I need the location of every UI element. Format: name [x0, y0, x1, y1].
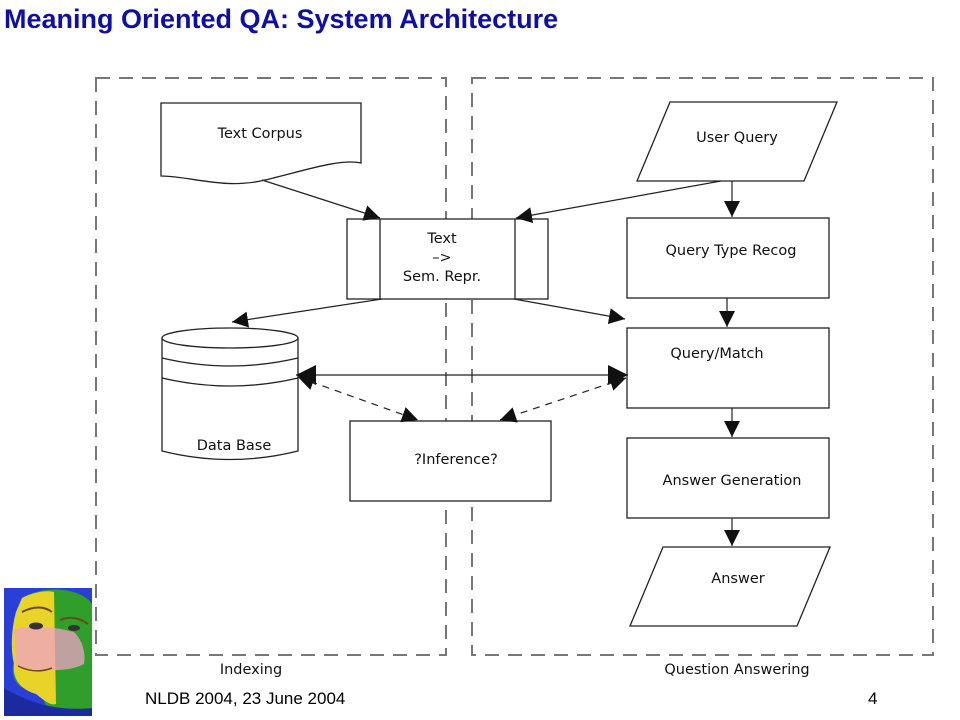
answer-label: Answer — [711, 571, 764, 587]
question-answering-label: Question Answering — [664, 662, 809, 678]
inference-label: ?Inference? — [414, 452, 498, 468]
slide-title: Meaning Oriented QA: System Architecture — [4, 4, 559, 34]
arrow-database-inference — [297, 374, 419, 423]
inference-node — [349, 420, 552, 502]
text-corpus-label: Text Corpus — [217, 126, 303, 142]
page-number: 4 — [868, 689, 878, 708]
answer-generation-node — [626, 437, 830, 519]
transform-label-line3: Sem. Repr. — [403, 269, 481, 285]
arrow-transform-to-querymatch — [513, 298, 626, 325]
query-match-node — [626, 327, 830, 409]
colorful-head-illustration-icon — [4, 588, 93, 716]
answer-node — [629, 546, 831, 627]
indexing-region — [95, 77, 447, 656]
user-query-label: User Query — [696, 130, 778, 146]
arrow-querymatch-inference — [499, 375, 627, 423]
transform-label-line1: Text — [426, 231, 457, 247]
arrow-transform-to-database — [231, 298, 383, 328]
arrow-userquery-to-transform — [515, 180, 722, 224]
footer-conference-date: NLDB 2004, 23 June 2004 — [145, 689, 346, 708]
answer-generation-label: Answer Generation — [663, 473, 802, 489]
arrow-corpus-to-transform — [261, 179, 381, 221]
user-query-node — [636, 101, 838, 182]
query-type-recog-label: Query Type Recog — [666, 243, 797, 259]
question-answering-region — [471, 77, 934, 656]
text-corpus-node — [160, 102, 362, 185]
query-match-label: Query/Match — [670, 346, 763, 362]
data-base-label: Data Base — [197, 438, 272, 454]
query-type-recog-node — [626, 217, 830, 299]
indexing-label: Indexing — [220, 662, 282, 678]
data-base-node — [161, 327, 299, 461]
transform-label-line2: –> — [432, 250, 451, 266]
